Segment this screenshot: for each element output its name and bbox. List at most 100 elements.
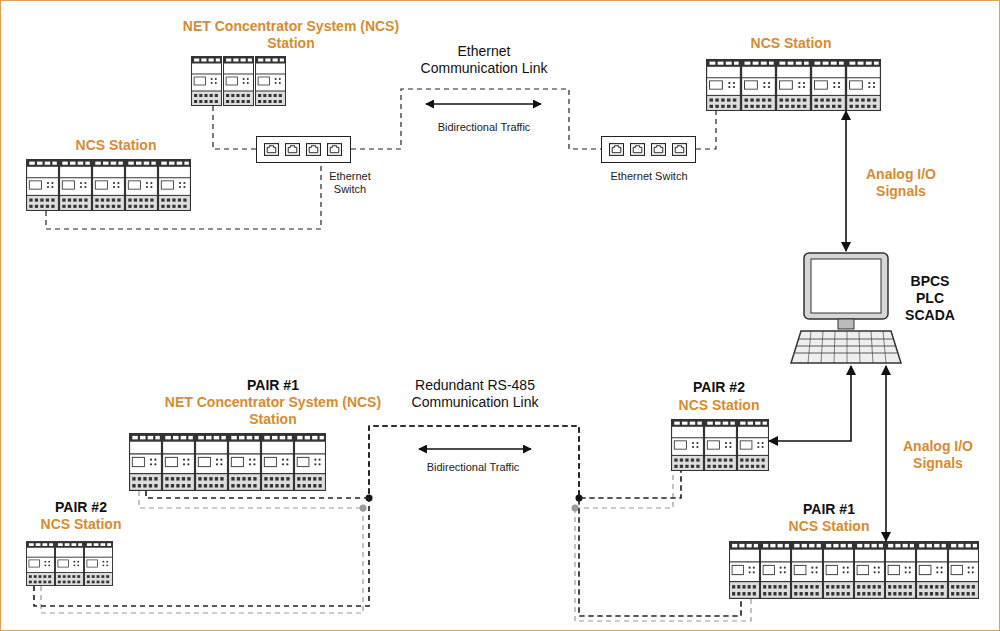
station-rack [191, 57, 286, 106]
ncs-station: PAIR #2NCS Station [671, 419, 769, 471]
node-label: NCS Station [659, 397, 779, 414]
io-module [948, 542, 979, 599]
io-module [195, 434, 228, 491]
monitor-screen [811, 259, 881, 313]
io-module [854, 542, 885, 599]
io-module [26, 541, 55, 585]
station-rack [26, 160, 191, 211]
edge-label: Analog I/O Signals [888, 438, 988, 472]
station-rack [26, 541, 113, 585]
station-rack [671, 420, 769, 471]
io-module [228, 434, 261, 491]
io-module [729, 542, 760, 599]
node-label: Ethernet Switch [589, 170, 709, 183]
node-label: NCS Station [769, 518, 889, 535]
traffic-arrow [419, 448, 531, 450]
junction-dot [366, 495, 373, 502]
annotation-label: Bidirectional Traffic [413, 461, 533, 474]
io-module [26, 160, 59, 211]
io-module [760, 542, 791, 599]
ncs-station: PAIR #1NCS Station [729, 541, 979, 599]
signal-arrow [885, 366, 887, 541]
io-module [885, 542, 916, 599]
node-heading: PAIR #2 [21, 499, 141, 516]
dashed-link [696, 111, 716, 149]
io-module [737, 420, 769, 471]
ethernet-port [610, 144, 624, 156]
monitor-frame [804, 253, 888, 319]
monitor-stand [838, 319, 854, 329]
junction-dot [360, 505, 367, 512]
edge-label: Analog I/O Signals [851, 166, 951, 200]
keyboard [791, 331, 901, 363]
node-label: NCS Station [21, 516, 141, 533]
node-heading: PAIR #1 [769, 501, 889, 518]
node-heading: PAIR #2 [659, 379, 779, 396]
redundant-wire [575, 508, 751, 621]
node-label: Ethernet Switch [322, 170, 378, 196]
io-module [823, 542, 854, 599]
node-label: NCS Station [731, 35, 851, 52]
ethernet-port [631, 144, 645, 156]
control-computer: BPCS PLC SCADA [791, 251, 901, 366]
io-module [223, 57, 254, 106]
io-module [158, 160, 191, 211]
io-module [92, 160, 125, 211]
io-module [791, 542, 823, 599]
keyboard-keys [808, 331, 886, 363]
ethernet-switch: Ethernet Switch [601, 136, 696, 163]
dashed-link [146, 426, 741, 616]
ethernet-port [328, 144, 342, 156]
ncs-station: NET Concentrator System (NCS) Station [191, 56, 286, 106]
annotation-label: Redundant RS-485 Communication Link [400, 377, 550, 411]
io-module [55, 541, 84, 585]
io-module [84, 541, 113, 585]
signal-arrow [769, 366, 851, 441]
computer-illustration [791, 253, 901, 363]
io-module [916, 542, 948, 599]
node-label: NCS Station [56, 137, 176, 154]
traffic-arrow [426, 103, 541, 105]
dashed-link [34, 426, 741, 616]
annotation-label: Ethernet Communication Link [414, 43, 554, 77]
io-module [191, 57, 222, 106]
dashed-link [351, 89, 601, 149]
ncs-station: NCS Station [26, 159, 191, 211]
ethernet-switch: Ethernet Switch [256, 136, 351, 163]
io-module [846, 60, 881, 111]
ethernet-port [265, 144, 279, 156]
io-module [125, 160, 158, 211]
ncs-station: PAIR #2NCS Station [26, 541, 113, 586]
junction-dot [576, 495, 583, 502]
dashed-link [213, 106, 256, 149]
io-module [59, 160, 92, 211]
io-module [671, 420, 704, 471]
dashed-link [46, 163, 321, 229]
redundant-wire [575, 471, 673, 508]
junction-dot [572, 505, 579, 512]
io-module [706, 60, 741, 111]
node-label: NET Concentrator System (NCS) Station [176, 18, 406, 52]
dashed-link [146, 426, 681, 498]
io-module [776, 60, 811, 111]
io-module [294, 434, 326, 491]
signal-arrow [845, 111, 847, 251]
station-rack [129, 434, 326, 491]
dashed-link [34, 426, 681, 606]
station-rack [729, 542, 979, 599]
node-heading: PAIR #1 [198, 377, 348, 394]
ethernet-port [652, 144, 666, 156]
io-module [162, 434, 195, 491]
node-heading: BPCS PLC SCADA [904, 273, 956, 323]
node-label: NET Concentrator System (NCS) Station [158, 394, 388, 428]
station-rack [706, 60, 881, 111]
ncs-station: PAIR #1NET Concentrator System (NCS) Sta… [129, 433, 326, 491]
io-module [129, 434, 162, 491]
ethernet-port [286, 144, 300, 156]
redundant-wire [139, 491, 363, 508]
annotation-label: Bidirectional Traffic [424, 121, 544, 134]
io-module [704, 420, 737, 471]
